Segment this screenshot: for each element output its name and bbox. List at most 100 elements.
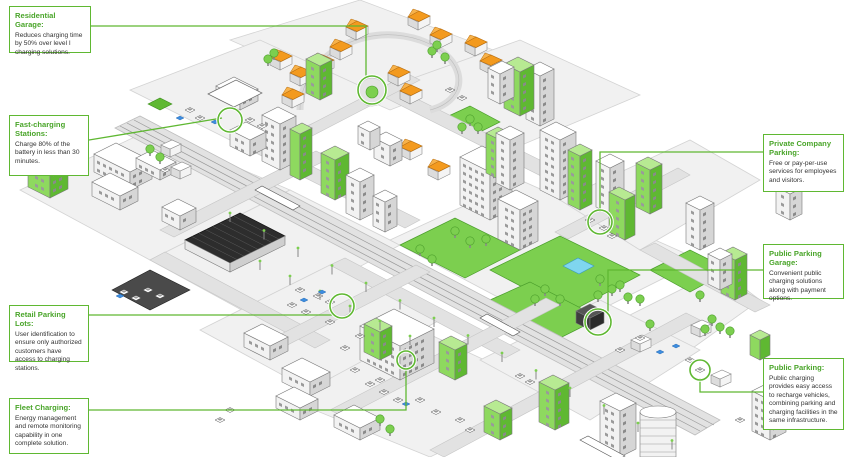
apartment-block bbox=[487, 60, 515, 105]
warehouse bbox=[91, 172, 139, 211]
charging-bay-marker bbox=[175, 115, 185, 121]
callout-text: Convenient public charging solutions alo… bbox=[769, 270, 826, 303]
connector-line bbox=[699, 378, 763, 393]
office-block bbox=[372, 189, 398, 233]
low-rise bbox=[161, 198, 197, 231]
street-lamp bbox=[636, 421, 640, 432]
office-tower bbox=[289, 122, 313, 181]
callout-text: Energy management and remote monitoring … bbox=[15, 415, 81, 448]
highlight-ring bbox=[357, 75, 387, 105]
connector-line bbox=[599, 151, 763, 212]
solar-panel-line bbox=[219, 222, 266, 247]
train bbox=[479, 313, 521, 337]
callout-connectors bbox=[88, 25, 763, 411]
station-roof bbox=[147, 97, 173, 111]
callout-private-company-parking: Private Company Parking: Free or pay-per… bbox=[763, 134, 844, 192]
solar-panel-line bbox=[212, 226, 259, 250]
street bbox=[329, 257, 521, 359]
pool bbox=[562, 257, 595, 275]
small-office bbox=[357, 120, 381, 151]
callout-title: Retail Parking Lots: bbox=[15, 310, 66, 328]
charging-bay-marker bbox=[671, 343, 681, 349]
apartment-tower bbox=[685, 195, 715, 251]
callout-title: Private Company Parking: bbox=[769, 139, 832, 157]
solar-panel-line bbox=[205, 229, 252, 254]
highlight-ring bbox=[396, 350, 416, 370]
apartment-tower bbox=[495, 125, 525, 191]
callout-title: Residential Garage: bbox=[15, 11, 56, 29]
callout-retail-parking-lots: Retail Parking Lots: User identification… bbox=[9, 305, 89, 372]
callout-text: Reduces charging time by 50% over level … bbox=[15, 32, 83, 56]
callout-fleet-charging: Fleet Charging: Energy management and re… bbox=[9, 398, 89, 454]
apartment-tower bbox=[538, 374, 570, 431]
charging-canopy bbox=[207, 79, 263, 108]
solar-panel-line bbox=[198, 232, 245, 257]
retail-wing bbox=[363, 317, 393, 361]
callout-public-parking-garage: Public Parking Garage: Convenient public… bbox=[763, 244, 844, 302]
apartment-block bbox=[497, 189, 539, 251]
callout-title: Public Parking: bbox=[769, 363, 825, 372]
train bbox=[579, 435, 626, 457]
highlight-ring bbox=[587, 209, 613, 235]
fleet-depot bbox=[243, 323, 289, 361]
tree bbox=[715, 322, 725, 335]
office-tower bbox=[320, 145, 350, 201]
office-tower bbox=[345, 167, 375, 221]
train bbox=[254, 185, 301, 211]
highlight-ring bbox=[584, 308, 612, 336]
apartment-block bbox=[707, 247, 733, 291]
tree bbox=[623, 292, 633, 305]
tree bbox=[725, 326, 735, 339]
apartment-tower bbox=[635, 156, 663, 215]
buildings bbox=[27, 8, 803, 457]
cylinder-tower bbox=[639, 411, 677, 457]
highlight-ring bbox=[329, 293, 355, 319]
callout-title: Fleet Charging: bbox=[15, 403, 71, 412]
charging-bay-marker bbox=[299, 297, 309, 303]
street bbox=[149, 251, 331, 349]
company-office bbox=[608, 186, 636, 241]
car bbox=[694, 367, 706, 373]
connector-line bbox=[88, 117, 223, 141]
retail-wing bbox=[438, 335, 468, 381]
warehouse bbox=[135, 149, 177, 181]
callout-text: User identification to ensure only autho… bbox=[15, 331, 82, 372]
roundabout-center bbox=[365, 85, 379, 99]
callout-title: Fast-charging Stations: bbox=[15, 120, 66, 138]
house-orange-roof bbox=[427, 158, 451, 181]
charging-bay-marker bbox=[115, 293, 125, 299]
solar-panel-line bbox=[233, 215, 280, 240]
car bbox=[214, 417, 226, 423]
fleet-depot bbox=[333, 404, 381, 441]
kiosk bbox=[749, 329, 771, 361]
solar-panel-line bbox=[191, 236, 238, 260]
highlight-ring bbox=[217, 107, 243, 133]
apartment-block bbox=[305, 52, 333, 101]
charging-bay-marker bbox=[317, 289, 327, 295]
house-orange-roof bbox=[399, 138, 423, 161]
callout-text: Charge 80% of the battery in less than 3… bbox=[15, 141, 80, 165]
tree bbox=[635, 294, 645, 307]
cylinder-tower-top bbox=[639, 405, 677, 419]
apartment-block bbox=[483, 399, 513, 441]
small-hut bbox=[710, 369, 732, 388]
callout-text: Free or pay-per-use services for employe… bbox=[769, 160, 837, 184]
parking-structure-side bbox=[229, 235, 286, 273]
connector-line bbox=[91, 25, 367, 77]
connector-line bbox=[607, 269, 763, 312]
charging-bay-marker bbox=[655, 349, 665, 355]
highlight-ring bbox=[689, 359, 711, 381]
callout-residential-garage: Residential Garage: Reduces charging tim… bbox=[9, 6, 91, 56]
callout-title: Public Parking Garage: bbox=[769, 249, 822, 267]
tree bbox=[427, 254, 437, 267]
fleet-depot bbox=[281, 357, 331, 397]
apartment-tower bbox=[567, 143, 593, 211]
car bbox=[734, 417, 746, 423]
callout-fast-charging-stations: Fast-charging Stations: Charge 80% of th… bbox=[9, 115, 89, 176]
callout-text: Public charging provides easy access to … bbox=[769, 375, 838, 425]
connector-line bbox=[89, 368, 407, 411]
apartment-tower bbox=[599, 392, 637, 457]
callout-public-parking: Public Parking: Public charging provides… bbox=[763, 358, 844, 430]
